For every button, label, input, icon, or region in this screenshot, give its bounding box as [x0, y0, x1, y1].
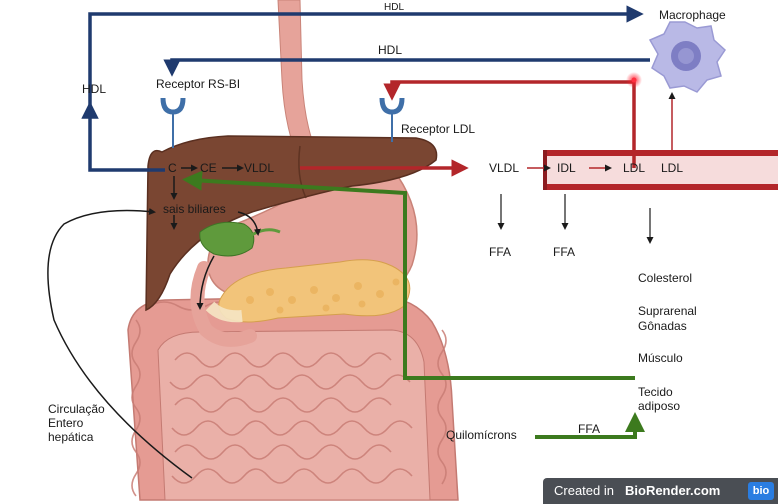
biorender-logo-icon: bio [748, 482, 774, 500]
colesterol-label: Colesterol [638, 271, 693, 285]
quilomicrons-label: Quilomícrons [446, 428, 517, 442]
hdl-top-label: HDL [384, 2, 405, 13]
watermark-prefix: Created in [554, 483, 614, 498]
ffa-1-label: FFA [489, 245, 512, 259]
gallbladder-icon [199, 221, 255, 257]
watermark-brand: BioRender.com [625, 483, 721, 498]
quilomicrons-arrow [535, 412, 645, 439]
suprarenal-label: Suprarenal [638, 304, 697, 318]
gonadas-label: Gônadas [638, 319, 687, 333]
receptor-ldl-icon [379, 97, 405, 142]
liver-icon [145, 135, 438, 312]
hdl-left-arrow [81, 101, 165, 172]
idl-label: IDL [557, 161, 576, 175]
ffa-2-label: FFA [553, 245, 576, 259]
hdl-top-arrow [88, 5, 644, 110]
esophagus-icon [277, 0, 313, 149]
hdl-mid-arrow [163, 58, 650, 77]
macrophage-label: Macrophage [659, 8, 726, 22]
pancreas-texture [246, 278, 400, 314]
receptor-rsbi-label: Receptor RS-BI [156, 77, 241, 91]
receptor-ldl-label: Receptor LDL [401, 122, 476, 136]
ldl-vessel1-label: LDL [623, 161, 646, 175]
c-label: C [168, 161, 177, 175]
receptor-rsbi-icon [160, 97, 186, 148]
musculo-label: Músculo [638, 351, 683, 365]
ldl-return-arrow [383, 80, 636, 168]
vldl-liver-label: VLDL [244, 161, 275, 175]
tecido-adiposo-label: Tecido adiposo [638, 385, 681, 413]
enterohepatic-circulation-arrow [47, 208, 193, 479]
hdl-mid-label: HDL [378, 43, 403, 57]
gallbladder-to-intestine-arrow [196, 255, 215, 310]
hdl-left-label: HDL [82, 82, 107, 96]
vldl-vessel-label: VLDL [489, 161, 520, 175]
biorender-watermark[interactable]: Created in BioRender.com bio [543, 478, 778, 504]
chylomicron-arrow [182, 170, 635, 380]
macrophage-icon [648, 21, 726, 93]
circulacao-label: Circulação Entero hepática [48, 402, 105, 444]
ffa-3-label: FFA [578, 422, 601, 436]
ce-label: CE [200, 161, 217, 175]
ldl-vessel2-label: LDL [661, 161, 684, 175]
bile-to-gallbladder-arrow [237, 211, 261, 236]
duodenum-icon [190, 261, 257, 347]
sais-biliares-label: sais biliares [163, 202, 226, 216]
